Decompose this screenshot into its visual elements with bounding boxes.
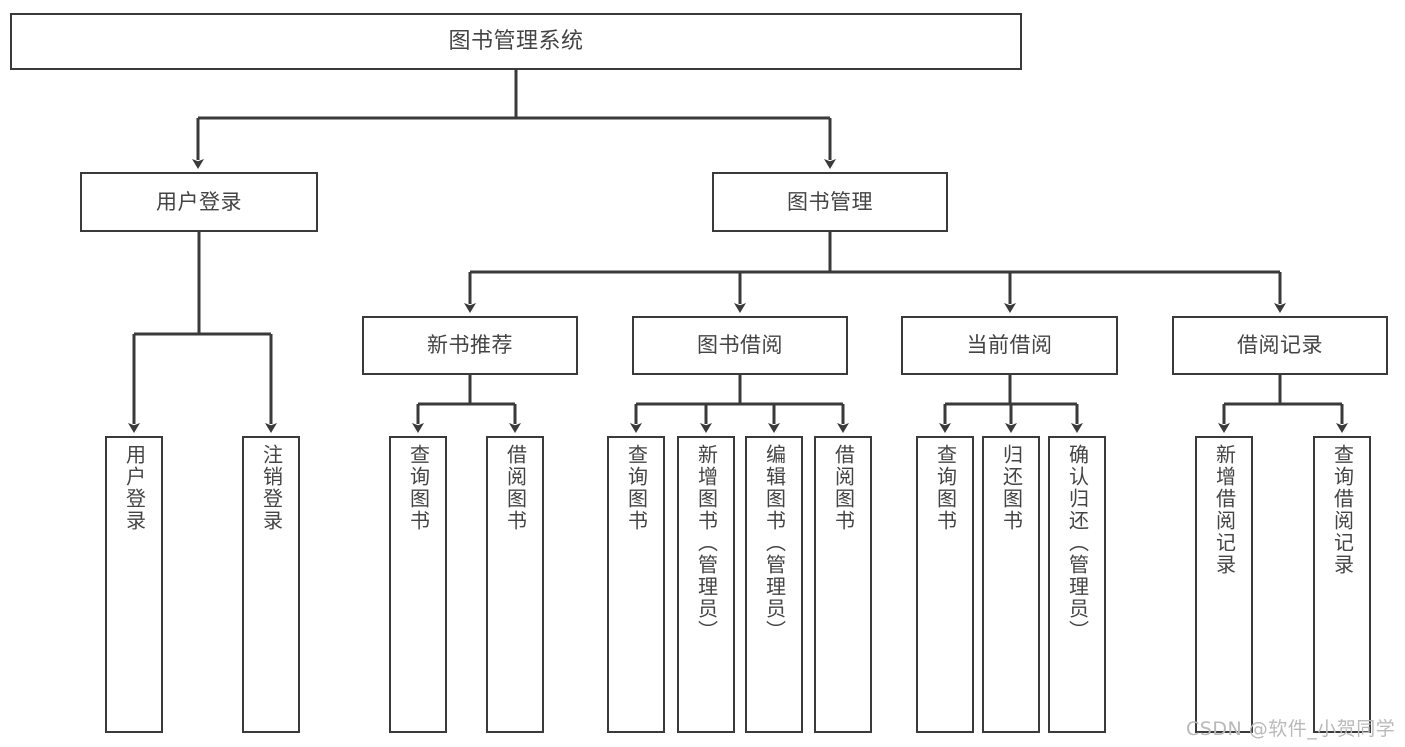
node-user-login[interactable]: 用户登录 <box>80 172 318 232</box>
node-root[interactable]: 图书管理系统 <box>10 13 1022 70</box>
leaf-confirm-return-admin-label: 确认归还（管理员） <box>1065 444 1090 642</box>
node-root-label: 图书管理系统 <box>448 28 584 54</box>
leaf-new-book-borrow[interactable]: 借阅图书 <box>486 436 544 733</box>
leaf-borrow-book-label: 借阅图书 <box>831 444 856 532</box>
leaf-current-query-book[interactable]: 查询图书 <box>916 436 974 733</box>
leaf-return-book-label: 归还图书 <box>999 444 1024 532</box>
leaf-confirm-return-admin[interactable]: 确认归还（管理员） <box>1048 436 1106 733</box>
leaf-new-book-query[interactable]: 查询图书 <box>389 436 447 733</box>
leaf-current-query-book-label: 查询图书 <box>933 444 958 532</box>
leaf-edit-book-admin-label: 编辑图书（管理员） <box>762 444 787 642</box>
leaf-add-borrow-record-label: 新增借阅记录 <box>1212 444 1237 576</box>
node-new-book-recommend-label: 新书推荐 <box>427 333 513 358</box>
leaf-borrow-query-book[interactable]: 查询图书 <box>607 436 665 733</box>
node-book-borrow[interactable]: 图书借阅 <box>632 316 848 375</box>
leaf-logout-label: 注销登录 <box>259 444 284 532</box>
leaf-new-book-query-label: 查询图书 <box>406 444 431 532</box>
leaf-user-login[interactable]: 用户登录 <box>105 436 163 733</box>
leaf-new-book-borrow-label: 借阅图书 <box>503 444 528 532</box>
node-book-management[interactable]: 图书管理 <box>712 172 948 232</box>
leaf-edit-book-admin[interactable]: 编辑图书（管理员） <box>745 436 803 733</box>
node-new-book-recommend[interactable]: 新书推荐 <box>362 316 578 375</box>
leaf-return-book[interactable]: 归还图书 <box>982 436 1040 733</box>
leaf-add-borrow-record[interactable]: 新增借阅记录 <box>1195 436 1253 733</box>
leaf-query-borrow-record[interactable]: 查询借阅记录 <box>1313 436 1371 733</box>
leaf-borrow-book[interactable]: 借阅图书 <box>814 436 872 733</box>
node-current-borrow-label: 当前借阅 <box>966 333 1053 358</box>
node-book-borrow-label: 图书借阅 <box>697 333 783 358</box>
leaf-add-book-admin[interactable]: 新增图书（管理员） <box>677 436 735 733</box>
node-user-login-label: 用户登录 <box>156 189 242 214</box>
watermark: CSDN @软件_小贺同学 <box>1186 718 1396 740</box>
leaf-query-borrow-record-label: 查询借阅记录 <box>1330 444 1355 576</box>
node-current-borrow[interactable]: 当前借阅 <box>901 316 1118 375</box>
node-book-management-label: 图书管理 <box>787 189 873 214</box>
leaf-user-login-label: 用户登录 <box>122 444 147 532</box>
leaf-logout[interactable]: 注销登录 <box>242 436 300 733</box>
node-borrow-record[interactable]: 借阅记录 <box>1172 316 1388 375</box>
leaf-borrow-query-book-label: 查询图书 <box>624 444 649 532</box>
leaf-add-book-admin-label: 新增图书（管理员） <box>694 444 719 642</box>
node-borrow-record-label: 借阅记录 <box>1237 333 1323 358</box>
